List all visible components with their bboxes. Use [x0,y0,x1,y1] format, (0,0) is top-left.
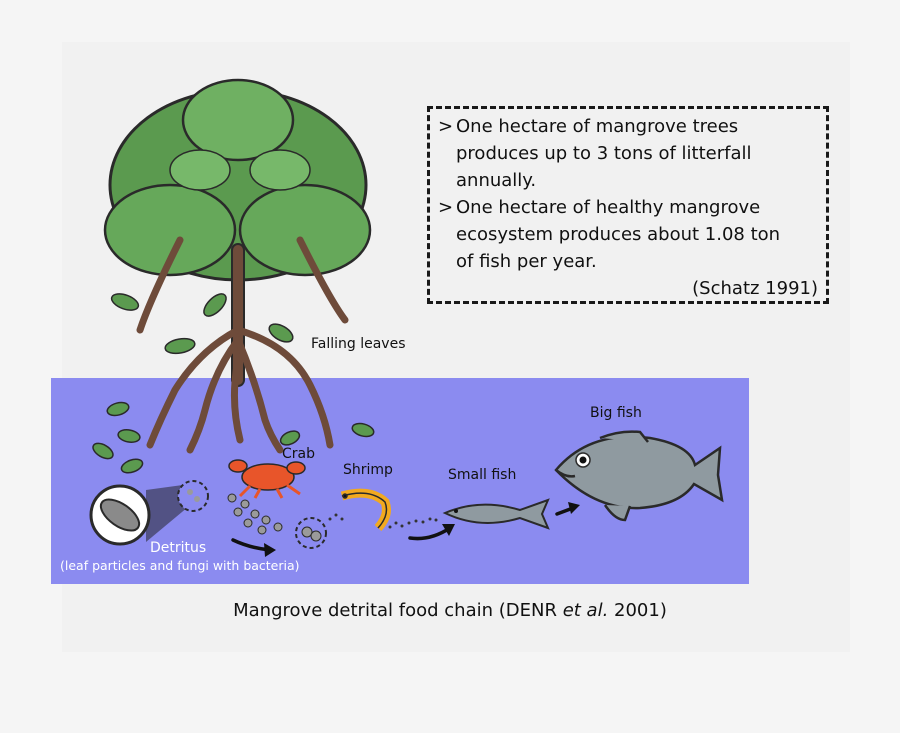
plankton-dots [328,513,438,529]
label-big-fish: Big fish [590,405,642,421]
fact-1-line: annually. [456,170,537,191]
fact-2-line: of fish per year. [456,251,597,272]
label-small-fish: Small fish [448,467,517,483]
label-crab: Crab [282,446,315,462]
fact-1-line: produces up to 3 tons of litterfall [456,143,752,164]
label-falling-leaves: Falling leaves [311,336,406,352]
fact-1-text: One hectare of mangrove trees produces up… [456,116,751,191]
big-fish-icon [554,430,724,522]
fact-2-line: ecosystem produces about 1.08 ton [456,224,781,245]
label-shrimp: Shrimp [343,462,393,478]
fact-2: > One hectare of healthy mangrove ecosyst… [438,194,818,275]
fact-1-line: One hectare of mangrove trees [456,116,739,137]
fact-1: > One hectare of mangrove trees produces … [438,113,818,194]
label-detritus-note: (leaf particles and fungi with bacteria) [60,558,300,573]
diagram-caption: Mangrove detrital food chain (DENR et al… [0,600,900,621]
fact-2-line: One hectare of healthy mangrove [456,197,761,218]
falling-leaves [92,293,375,474]
fact-2-bullet: > [438,197,454,218]
tree-trunk-roots [136,236,349,454]
caption-text-start: Mangrove detrital food chain (DENR [233,600,563,621]
fact-2-text: One hectare of healthy mangrove ecosystem… [456,197,780,272]
detritus-leaf-icon [89,480,209,546]
tree-canopy [103,78,372,282]
citation: (Schatz 1991) [692,278,818,299]
small-fish-icon [442,498,550,530]
fact-1-bullet: > [438,116,454,137]
food-chain-arrows [231,502,580,557]
caption-text-end: 2001) [608,600,667,621]
caption-text-italic: et al. [562,600,609,621]
facts-box: > One hectare of mangrove trees produces … [427,106,829,304]
label-detritus: Detritus [150,540,207,556]
detritus-particles [227,493,327,549]
crab-icon [228,459,306,499]
shrimp-icon [340,488,391,532]
